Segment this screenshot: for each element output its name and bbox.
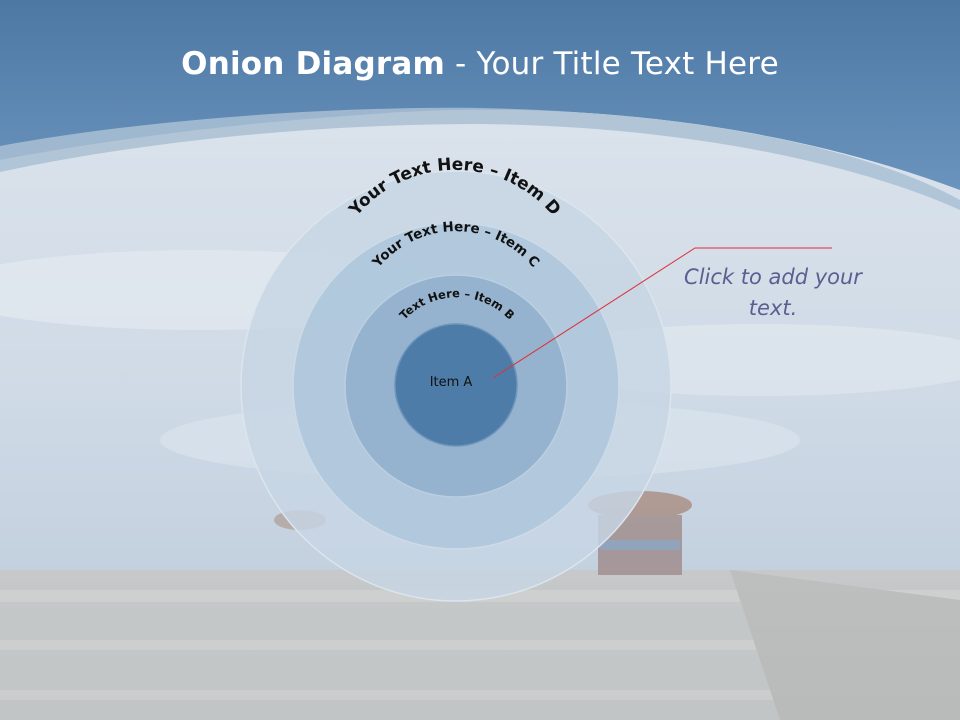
title-rest: - Your Title Text Here — [444, 46, 779, 82]
callout-text[interactable]: Click to add your text. — [684, 265, 862, 320]
page-title: Onion Diagram - Your Title Text Here — [0, 46, 960, 82]
label-item-a: Item A — [430, 375, 473, 390]
callout-line — [492, 247, 832, 379]
title-bold: Onion Diagram — [181, 46, 445, 82]
header-band — [0, 0, 960, 190]
header-arc — [0, 107, 960, 210]
core-item-a[interactable] — [394, 323, 518, 447]
